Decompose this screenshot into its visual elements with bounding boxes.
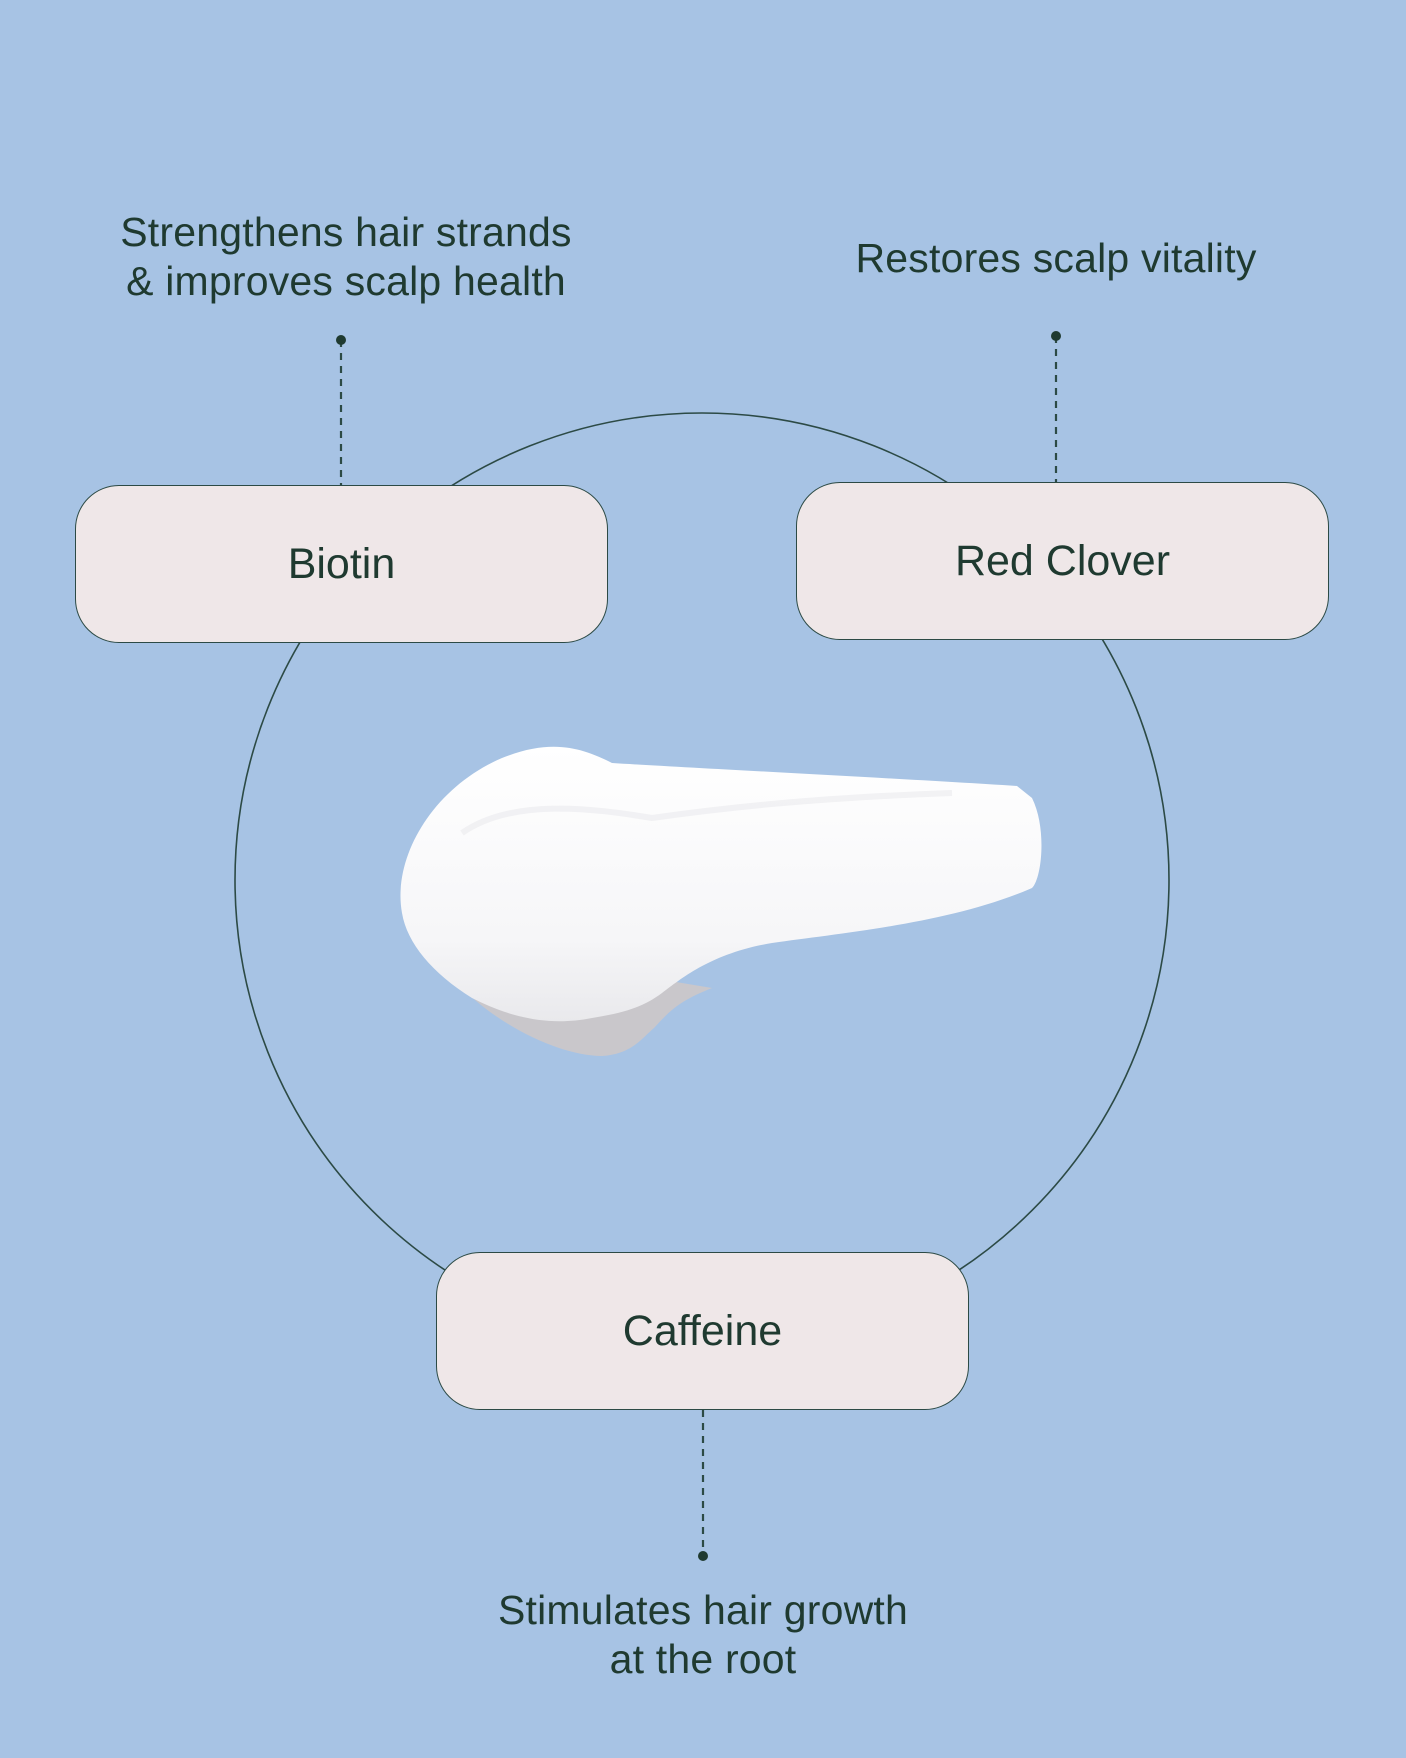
red-clover-benefit-caption: Restores scalp vitality <box>855 234 1256 283</box>
caffeine-benefit-line-2: at the root <box>609 1636 797 1682</box>
biotin-benefit-line-2: & improves scalp health <box>126 258 566 304</box>
biotin-label: Biotin <box>287 539 396 588</box>
red-clover-benefit-line-1: Restores scalp vitality <box>855 235 1257 281</box>
red-clover-dot-icon <box>1051 331 1061 341</box>
red-clover-label: Red Clover <box>954 536 1171 585</box>
biotin-dot-icon <box>336 335 346 345</box>
biotin-benefit-line-1: Strengthens hair strands <box>120 209 572 255</box>
caffeine-dot-icon <box>698 1551 708 1561</box>
caffeine-pill: Caffeine <box>436 1252 969 1410</box>
caffeine-benefit-caption: Stimulates hair growth at the root <box>498 1586 908 1684</box>
caffeine-benefit-line-1: Stimulates hair growth <box>497 1587 909 1633</box>
cream-swatch-image <box>400 746 1042 1056</box>
red-clover-pill: Red Clover <box>796 482 1329 640</box>
caffeine-label: Caffeine <box>622 1306 783 1355</box>
biotin-pill: Biotin <box>75 485 608 643</box>
biotin-benefit-caption: Strengthens hair strands & improves scal… <box>120 208 572 306</box>
